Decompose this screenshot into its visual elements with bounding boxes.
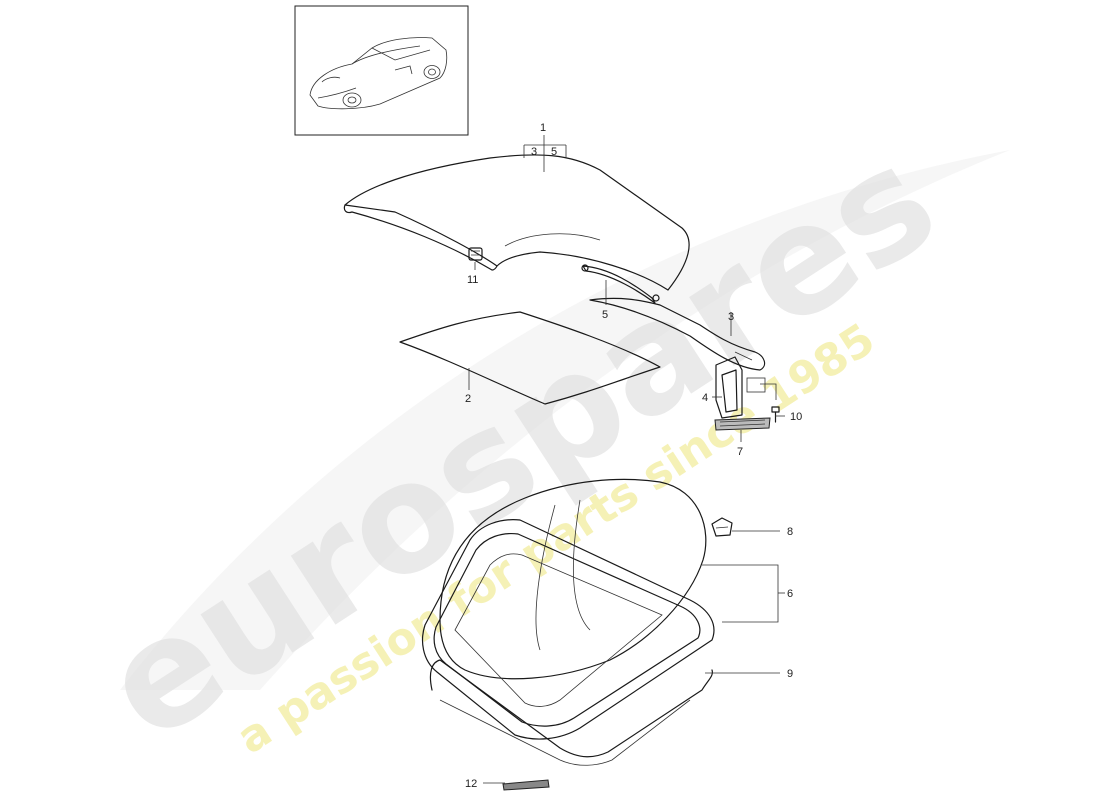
seal-part-7 [714,417,771,431]
callout-9: 9 [787,668,793,680]
soft-top-cover [343,154,690,291]
callout-4: 4 [702,392,708,404]
strip-part-12 [502,779,550,791]
callout-1-sub-3: 3 [531,146,537,158]
thumbnail-frame [294,5,469,136]
callout-10: 10 [790,411,802,423]
callout-labels: 1 3 5 11 5 2 3 4 10 7 8 6 9 12 [465,122,802,790]
callout-8: 8 [787,526,793,538]
callout-7: 7 [737,446,743,458]
watermark: eurospares a passion for parts since 198… [75,113,1010,775]
clip-part-11 [468,247,483,261]
strap-part-5 [581,264,660,304]
screw-part-10 [771,406,780,423]
leader-lines [468,135,785,784]
bracket-part-4 [715,356,777,419]
headliner-part-2 [399,311,661,405]
callout-3: 3 [728,311,734,323]
callout-11: 11 [467,274,478,286]
callout-1: 1 [540,122,546,134]
frame-seal-part-9 [429,659,713,766]
callout-5: 5 [602,309,608,321]
car-icon [309,37,448,110]
callout-2: 2 [465,393,471,405]
vehicle-thumbnail [294,5,469,136]
watermark-brand: eurospares [75,113,965,775]
watermark-swoosh [120,150,1010,690]
callout-12: 12 [465,778,477,790]
block-part-8 [711,517,733,537]
rear-window-part-6 [422,478,715,740]
callout-1-sub-5: 5 [551,146,557,158]
trim-part-3 [589,297,766,371]
callout-6: 6 [787,588,793,600]
